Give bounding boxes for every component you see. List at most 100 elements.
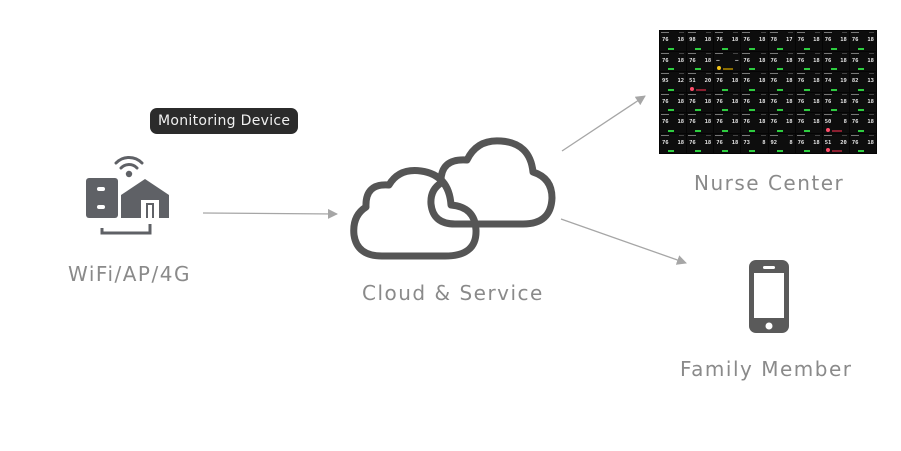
status-ok-bar xyxy=(749,129,756,132)
patient-tile: 51 20 xyxy=(687,72,714,92)
tile-header-right xyxy=(706,73,712,74)
resp-rate-value: 20 xyxy=(704,78,712,84)
tile-header xyxy=(850,32,859,33)
tile-header xyxy=(769,52,778,54)
heart-rate-value: 95 xyxy=(662,78,669,84)
status-ok-bar xyxy=(776,150,783,152)
tile-header xyxy=(661,134,669,136)
resp-rate-value: 18 xyxy=(867,119,874,125)
tile-header xyxy=(661,52,669,54)
resp-rate-value: 18 xyxy=(704,98,712,105)
status-ok-bar xyxy=(668,109,674,111)
tile-header-right xyxy=(814,32,820,33)
tile-header-right xyxy=(869,134,874,136)
resp-rate-value: 18 xyxy=(704,119,712,125)
status-ok-bar xyxy=(668,88,674,91)
heart-rate-value: 76 xyxy=(851,98,859,105)
tile-header xyxy=(661,32,669,33)
tile-header xyxy=(715,52,724,54)
tile-header xyxy=(823,93,832,95)
resp-rate-value: 18 xyxy=(813,139,820,146)
arrow-device-to-cloud xyxy=(202,208,338,219)
tile-header-right xyxy=(787,93,793,95)
heart-rate-value: 76 xyxy=(716,37,723,43)
resp-rate-value: 18 xyxy=(840,98,847,105)
tile-header-right xyxy=(869,73,874,74)
resp-rate-value: 18 xyxy=(677,37,685,43)
tile-header-right xyxy=(760,134,766,136)
tile-header-right xyxy=(841,114,847,115)
tile-header xyxy=(742,52,751,54)
resp-rate-value: 18 xyxy=(813,37,820,43)
tile-header-right xyxy=(679,52,685,54)
tile-header xyxy=(823,32,832,33)
heart-rate-value: – xyxy=(716,57,720,64)
resp-rate-value: 18 xyxy=(758,98,766,105)
tile-header-right xyxy=(679,114,685,115)
heart-rate-value: 51 xyxy=(824,139,832,146)
status-ok-bar xyxy=(776,129,783,132)
tile-header-right xyxy=(760,93,766,95)
tile-header-right xyxy=(787,134,793,136)
resp-rate-value: 18 xyxy=(758,57,766,64)
tile-header xyxy=(742,114,751,115)
status-dot-icon xyxy=(825,148,830,152)
heart-rate-value: 76 xyxy=(851,57,859,64)
status-ok-bar xyxy=(776,109,783,111)
resp-rate-value: 18 xyxy=(786,57,793,64)
resp-rate-value: 18 xyxy=(786,119,793,125)
resp-rate-value: 13 xyxy=(867,78,874,84)
heart-rate-value: 76 xyxy=(851,37,859,43)
status-ok-bar xyxy=(776,68,783,70)
heart-rate-value: 76 xyxy=(743,98,750,105)
heart-rate-value: 51 xyxy=(689,78,696,84)
patient-tile: 50 8 xyxy=(822,113,849,133)
heart-rate-value: 76 xyxy=(851,139,859,146)
resp-rate-value: 18 xyxy=(731,98,739,105)
status-ok-bar xyxy=(830,47,837,50)
monitoring-device-badge: Monitoring Device xyxy=(150,108,299,134)
tile-header-right xyxy=(760,32,766,33)
tile-header xyxy=(769,73,778,74)
tile-header-right xyxy=(869,114,874,115)
heart-rate-value: 76 xyxy=(797,119,805,125)
heart-rate-value: 76 xyxy=(716,119,723,125)
status-bar xyxy=(831,129,842,132)
status-ok-bar xyxy=(803,129,810,132)
tile-header-right xyxy=(760,73,766,74)
tile-header-right xyxy=(787,52,793,54)
heart-rate-value: 50 xyxy=(824,119,832,125)
tile-header-right xyxy=(841,134,847,136)
tile-header-right xyxy=(679,32,685,33)
heart-rate-value: 76 xyxy=(689,57,696,64)
status-ok-bar xyxy=(695,47,702,50)
wifi-house-device-icon xyxy=(86,156,169,235)
status-ok-bar xyxy=(668,68,674,70)
status-ok-bar xyxy=(803,68,810,70)
resp-rate-value: 19 xyxy=(840,78,847,84)
tile-header xyxy=(850,134,859,136)
resp-rate-value: 8 xyxy=(843,119,847,125)
heart-rate-value: 76 xyxy=(824,98,832,105)
status-ok-bar xyxy=(668,47,674,50)
tile-header-right xyxy=(814,114,820,115)
heart-rate-value: 76 xyxy=(824,37,832,43)
tile-header xyxy=(850,114,859,115)
resp-rate-value: 18 xyxy=(677,119,685,125)
tile-header xyxy=(742,134,751,136)
